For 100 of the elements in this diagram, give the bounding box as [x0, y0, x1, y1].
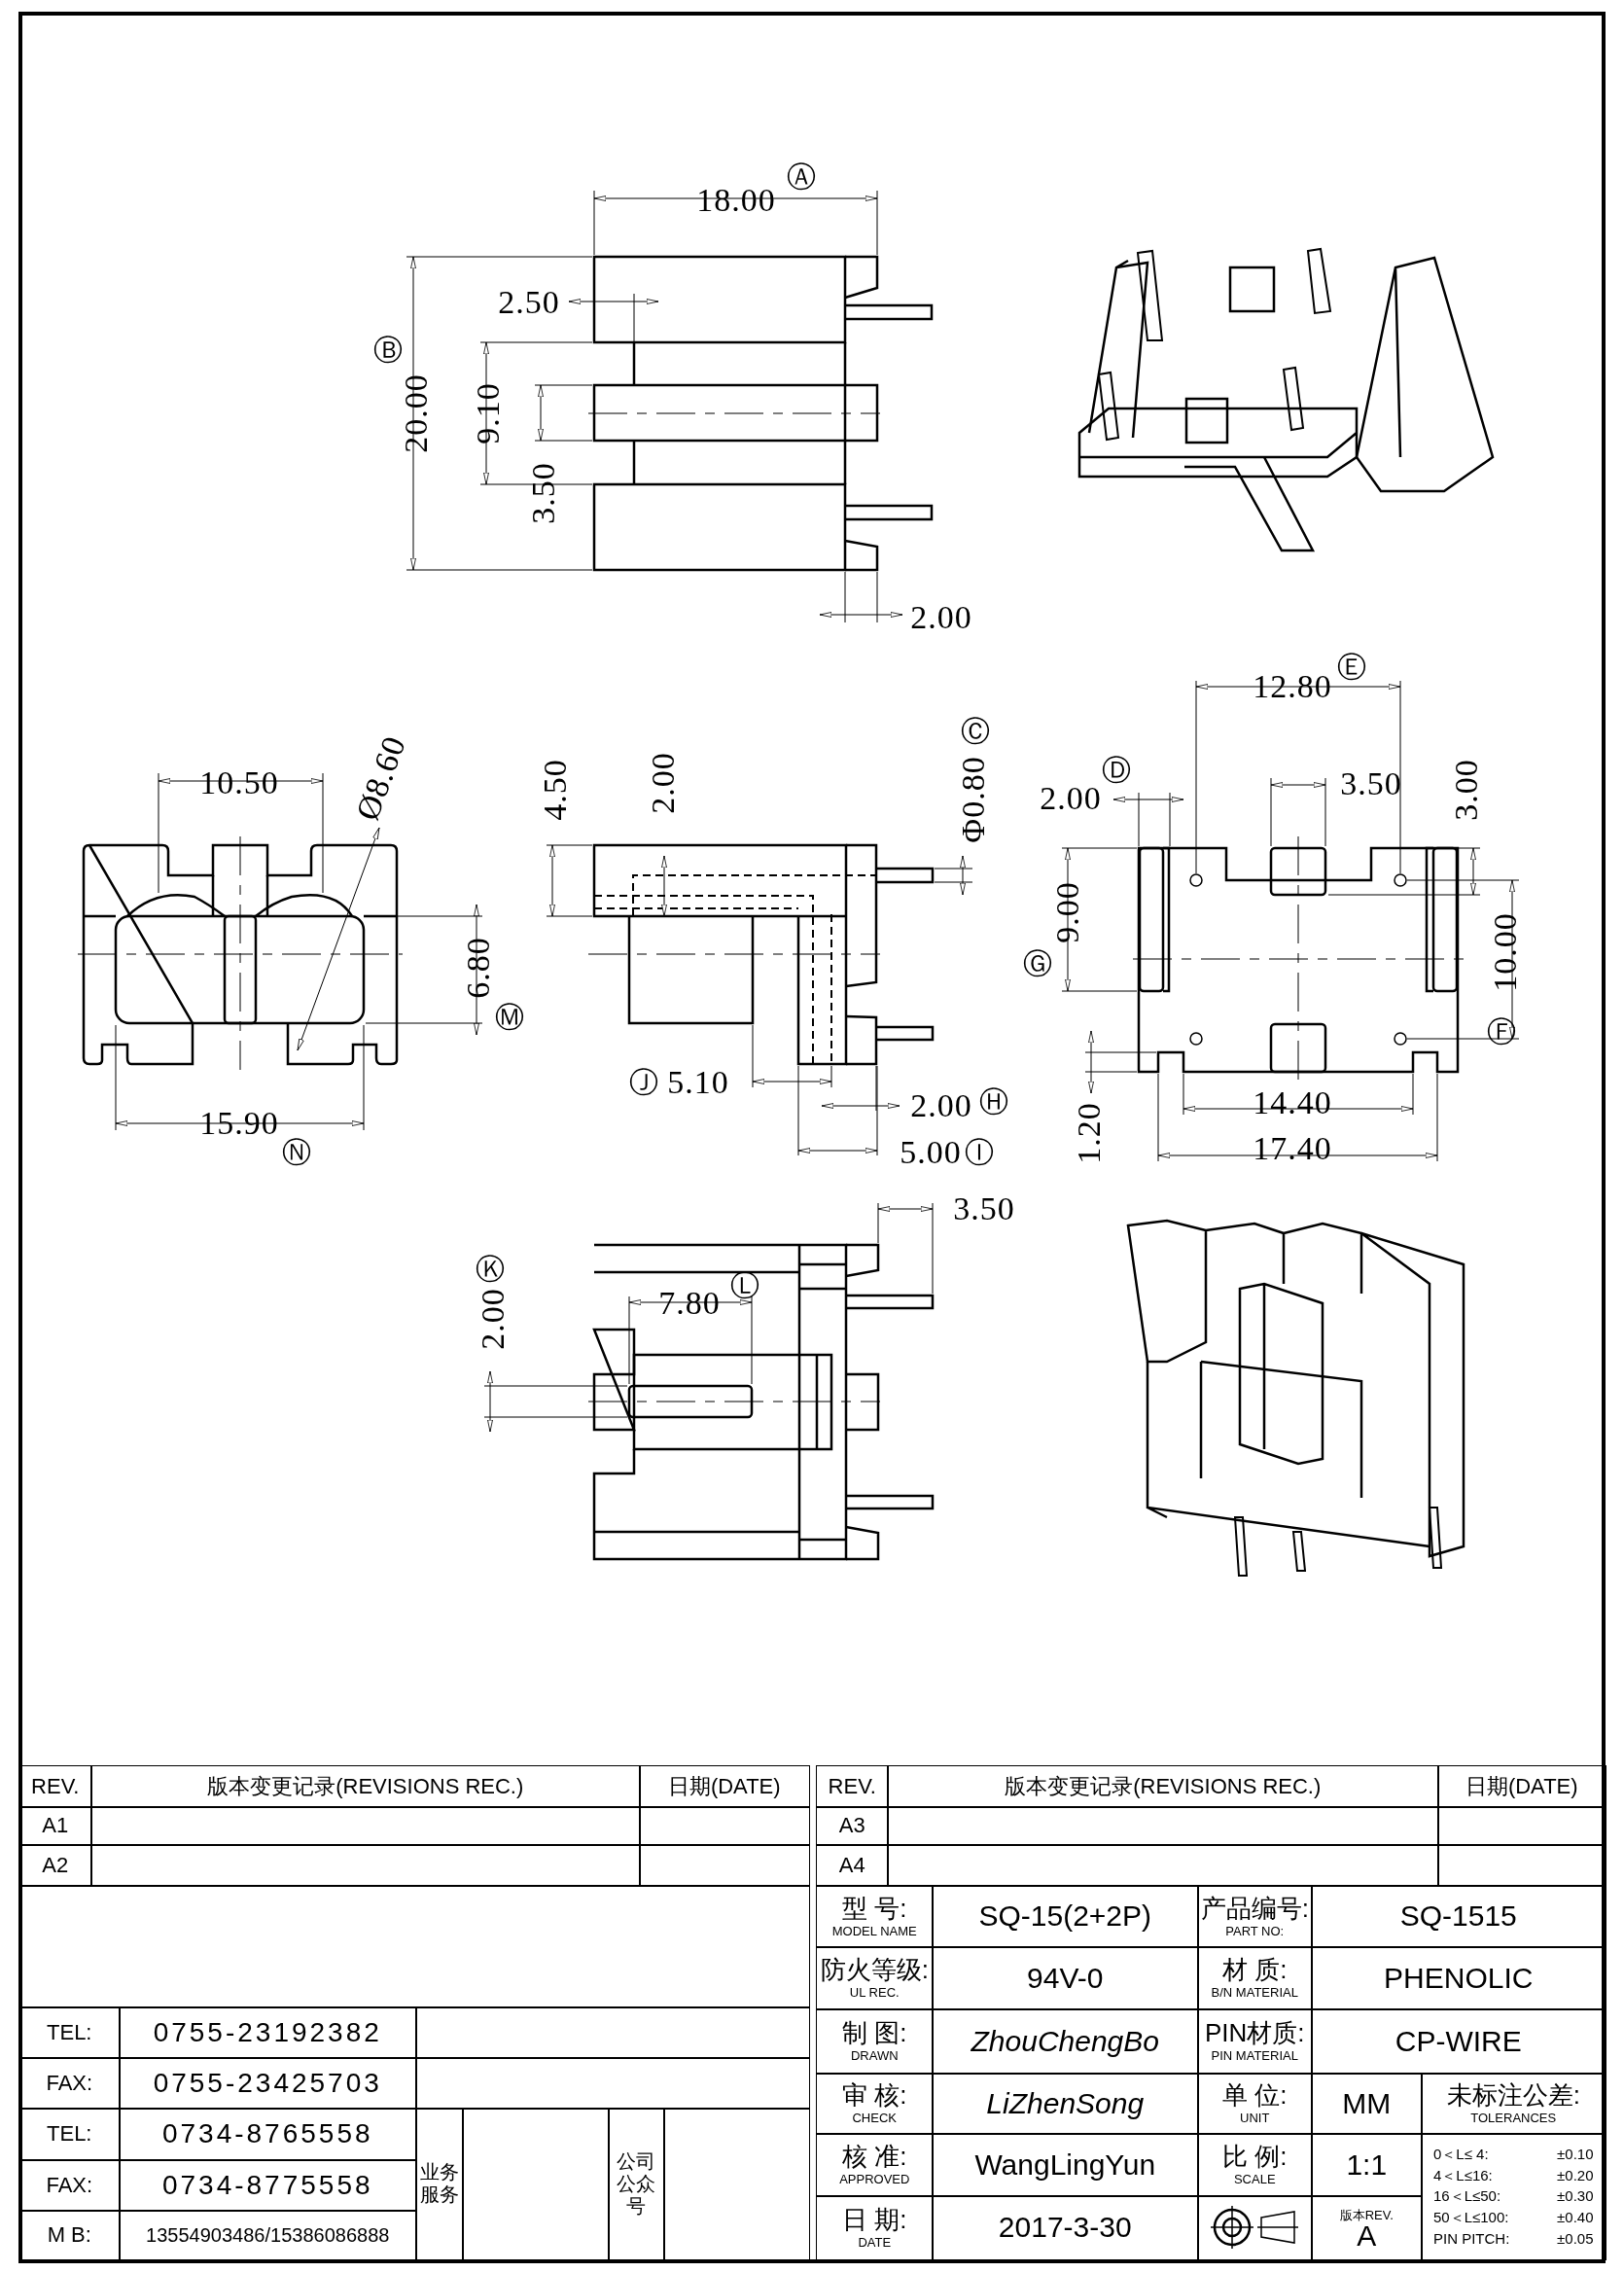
- field-label: 日 期:: [842, 2206, 907, 2232]
- dimension-text: 5.00: [899, 1136, 963, 1169]
- dimension-text: 1.20: [1073, 1101, 1106, 1166]
- dimension-text: 2.00: [647, 751, 680, 816]
- callout-letter: Ⓙ: [628, 1068, 659, 1097]
- dimension-text: 2.00: [909, 1089, 973, 1122]
- cell-text: 版本变更记录(REVISIONS REC.): [207, 1775, 524, 1797]
- dimension-text: 15.90: [198, 1107, 280, 1140]
- tolerance-text: 50＜L≤100:: [1433, 2208, 1510, 2228]
- field-label: 制 图:: [842, 2020, 907, 2046]
- dimension-text: 14.40: [1252, 1086, 1333, 1119]
- dimension-text: 6.80: [462, 936, 495, 1001]
- field-sublabel: B/N MATERIAL: [1211, 1986, 1298, 2000]
- dimension-text: 5.10: [666, 1066, 730, 1099]
- field-sublabel: UL REC.: [849, 1986, 900, 2000]
- field-sublabel: PART NO:: [1225, 1924, 1285, 1937]
- field-sublabel: UNIT: [1240, 2112, 1270, 2125]
- field-value: WangLingYun: [974, 2149, 1156, 2180]
- field-label: 材 质:: [1222, 1957, 1288, 1983]
- dimension-text: 10.50: [198, 766, 280, 799]
- cell-text: TEL:: [47, 2021, 92, 2043]
- dimension-text: 12.80: [1252, 670, 1333, 703]
- phone-number: 13554903486/15386086888: [146, 2224, 390, 2245]
- callout-letter: Ⓖ: [1022, 949, 1053, 978]
- tolerance-text: 16＜L≤50:: [1433, 2186, 1502, 2207]
- field-sublabel: MODEL NAME: [831, 1924, 917, 1937]
- callout-letter: Ⓒ: [960, 717, 991, 746]
- tolerance-text: PIN PITCH:: [1433, 2228, 1511, 2249]
- callout-letter: Ⓘ: [964, 1138, 995, 1167]
- field-value: CP-WIRE: [1395, 2026, 1522, 2056]
- cell-text: A2: [42, 1854, 69, 1876]
- field-sublabel: DATE: [858, 2235, 892, 2249]
- dimension-text: 2.00: [477, 1287, 510, 1352]
- phone-number: 0734-8775558: [161, 2171, 373, 2199]
- tolerance-text: ±0.05: [1557, 2228, 1594, 2249]
- field-value: SQ-15(2+2P): [978, 1901, 1152, 1932]
- callout-letter: Ⓓ: [1101, 756, 1132, 785]
- field-label: 比 例:: [1222, 2144, 1288, 2170]
- field-value: LiZhenSong: [986, 2088, 1145, 2118]
- dimension-text: 18.00: [695, 184, 777, 217]
- cell-text: REV.: [828, 1775, 876, 1797]
- dimension-text: 9.10: [472, 381, 505, 446]
- callout-letter: Ⓕ: [1486, 1017, 1517, 1047]
- field-label: 审 核:: [842, 2082, 907, 2109]
- callout-letter: Ⓑ: [372, 336, 404, 365]
- cell-text: 日期(DATE): [1465, 1775, 1578, 1797]
- dimension-text: 10.00: [1489, 911, 1522, 994]
- dimension-text: 2.50: [497, 286, 561, 319]
- dimension-text: 20.00: [400, 373, 433, 455]
- dimension-text: 2.00: [1039, 782, 1103, 815]
- cell-text: TEL:: [47, 2123, 92, 2146]
- cell-text: 公司公众号: [617, 2149, 656, 2218]
- callout-letter: Ⓗ: [978, 1087, 1009, 1117]
- phone-number: 0755-23192382: [153, 2018, 382, 2046]
- cell-text: A3: [838, 1815, 865, 1837]
- callout-letter: Ⓜ: [494, 1003, 525, 1032]
- tolerance-text: 0＜L≤ 4:: [1433, 2144, 1490, 2164]
- field-sublabel: DRAWN: [850, 2049, 899, 2063]
- cell-text: FAX:: [46, 2174, 93, 2196]
- field-label: 单 位:: [1222, 2082, 1288, 2109]
- dimension-text: 3.00: [1450, 758, 1483, 823]
- dimension-text: Ø8.60: [350, 729, 412, 827]
- dimension-text: 17.40: [1252, 1132, 1333, 1165]
- dimension-text: 3.50: [527, 461, 560, 526]
- tolerance-text: 4＜L≤16:: [1433, 2165, 1494, 2185]
- dimension-text: 2.00: [909, 601, 973, 634]
- field-label: 未标注公差:: [1446, 2082, 1580, 2109]
- cell-text: 业务服务: [419, 2161, 459, 2207]
- tolerance-text: ±0.30: [1557, 2186, 1594, 2207]
- dimension-text: 3.50: [1339, 767, 1403, 800]
- field-value: A: [1357, 2220, 1377, 2251]
- cell-text: FAX:: [46, 2072, 93, 2094]
- callout-letter: Ⓝ: [281, 1138, 312, 1167]
- dimension-text: 7.80: [657, 1287, 722, 1320]
- dimension-text: 3.50: [952, 1192, 1016, 1225]
- dimension-text: 9.00: [1051, 880, 1084, 945]
- field-sublabel: 版本REV.: [1339, 2208, 1394, 2221]
- field-sublabel: SCALE: [1233, 2173, 1276, 2186]
- field-label: 核 准:: [842, 2144, 907, 2170]
- field-sublabel: APPROVED: [839, 2173, 910, 2186]
- field-value: MM: [1342, 2088, 1392, 2118]
- callout-letter: Ⓔ: [1336, 653, 1367, 682]
- cell-text: A1: [42, 1815, 69, 1837]
- field-value: 1:1: [1346, 2149, 1388, 2180]
- field-value: ZhouChengBo: [971, 2026, 1159, 2056]
- tolerance-text: ±0.10: [1557, 2144, 1594, 2164]
- phone-number: 0755-23425703: [153, 2069, 382, 2097]
- cell-text: 日期(DATE): [667, 1775, 781, 1797]
- field-sublabel: CHECK: [852, 2112, 897, 2125]
- dimension-text: 4.50: [539, 758, 572, 823]
- tolerance-text: ±0.40: [1557, 2208, 1594, 2228]
- cell-text: 版本变更记录(REVISIONS REC.): [1005, 1775, 1322, 1797]
- tolerance-text: ±0.20: [1557, 2165, 1594, 2185]
- cell-text: A4: [838, 1854, 865, 1876]
- cell-text: REV.: [31, 1775, 80, 1797]
- field-label: 产品编号:: [1200, 1895, 1309, 1921]
- field-label: 防火等级:: [820, 1957, 929, 1983]
- field-value: 94V-0: [1027, 1963, 1104, 1993]
- callout-letter: Ⓚ: [475, 1255, 506, 1284]
- phone-number: 0734-8765558: [161, 2120, 373, 2148]
